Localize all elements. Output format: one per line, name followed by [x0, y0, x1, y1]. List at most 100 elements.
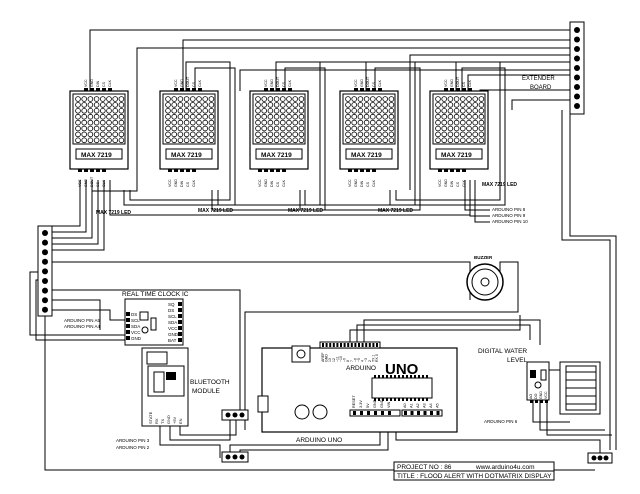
led-dot	[202, 108, 209, 114]
led-dot	[100, 96, 106, 102]
rtc-arduino-a5: ARDUINO PIN A5	[64, 318, 101, 323]
led-dot	[273, 119, 280, 126]
chip-pin	[418, 375, 420, 378]
arduino-power-pin-label: GND	[380, 399, 384, 408]
rtc-right-pin	[178, 320, 182, 324]
arduino-digital-pin-label: TX 1	[371, 355, 375, 362]
bottom-pin	[282, 169, 286, 172]
led-dot	[357, 102, 364, 108]
bottom-pin	[168, 169, 172, 172]
led-dot	[382, 113, 389, 120]
led-dot	[279, 125, 286, 132]
water-label-line1: DIGITAL WATER	[478, 348, 527, 355]
led-dot	[177, 108, 184, 114]
water-pin-label: DO	[534, 393, 538, 399]
led-dot	[255, 125, 261, 132]
led-dot	[388, 119, 395, 126]
top-pin-label: CLK	[288, 79, 292, 87]
led-arduino-pin-labels: ARDUINO PIN 8 ARDUINO PIN 9 ARDUINO PIN …	[492, 207, 528, 224]
rtc-right-pin	[178, 314, 182, 318]
led-dot	[369, 125, 376, 132]
bt-pin-label: EN	[178, 418, 183, 424]
bottom-pin	[174, 169, 178, 172]
bottom-pin	[438, 169, 442, 172]
led-dot	[298, 125, 305, 132]
extender-label-line2: BOARD	[530, 85, 552, 91]
bottom-pin	[456, 169, 460, 172]
led-dot	[93, 113, 100, 120]
chip-label-box	[165, 148, 213, 160]
led-dot	[466, 131, 472, 138]
chip-pin	[410, 375, 412, 378]
arduino-digital-pin-label: ~9	[343, 358, 347, 362]
led-dot	[171, 137, 178, 144]
led-dot	[261, 137, 268, 144]
led-dot	[177, 137, 184, 144]
led-dot	[447, 108, 454, 114]
led-dot	[453, 96, 460, 102]
top-pin-label: VCC	[174, 79, 178, 87]
led-dot	[369, 108, 376, 114]
led-dot	[196, 102, 202, 108]
top-pin-label: CS	[102, 81, 106, 87]
led-dot	[261, 102, 268, 108]
led-dot	[388, 125, 395, 132]
led-dot	[100, 137, 106, 144]
led-dot	[93, 96, 100, 102]
led-dot	[100, 131, 106, 138]
led-dot	[466, 137, 472, 144]
led-dot	[472, 137, 479, 144]
led-dot	[87, 119, 94, 126]
rtc-left-pin	[126, 318, 130, 322]
led-dot	[261, 119, 268, 126]
led-dot	[273, 113, 280, 120]
led-dot	[165, 137, 171, 144]
chip-pin	[386, 375, 388, 378]
top-pin-label: DOUT	[366, 76, 370, 87]
chip-pin	[418, 398, 420, 401]
led-dot	[435, 131, 441, 138]
arduino-digital-pin	[322, 343, 324, 347]
led-dot	[255, 137, 261, 144]
led-dot	[435, 113, 441, 120]
led-dot	[171, 119, 178, 126]
arduino-power-pin-label: 3.3V	[359, 400, 363, 408]
led-dot	[357, 125, 364, 132]
led-dot	[369, 137, 376, 144]
led-dot	[459, 96, 466, 102]
chip-pin	[386, 398, 388, 401]
rtc-left-pin	[126, 312, 130, 316]
bottom-pin-label: CS	[366, 181, 370, 187]
led-dot	[376, 137, 382, 144]
led-dot	[286, 113, 292, 120]
led-dot	[177, 131, 184, 138]
top-pin	[378, 88, 382, 91]
arduino-analog-pin-label: A1	[410, 403, 414, 408]
top-pin	[192, 88, 196, 91]
led-dot	[118, 108, 125, 114]
module-caption-5: MAX 7219 LED	[482, 182, 517, 188]
led-dot	[376, 131, 382, 138]
arduino-digital-pin-label: AREF	[321, 353, 325, 362]
top-pin	[462, 88, 466, 91]
led-dot	[75, 96, 81, 102]
led-dot	[208, 125, 215, 132]
led-dot	[267, 125, 274, 132]
led-dot	[106, 108, 112, 114]
arduino-digital-pin	[347, 343, 350, 347]
chip-label: MAX 7219	[351, 152, 382, 159]
led-dot	[357, 131, 364, 138]
led-dot	[87, 113, 94, 120]
bottom-pin	[348, 169, 352, 172]
led-dot	[81, 137, 87, 144]
website: www.arduino4u.com	[475, 464, 535, 471]
led-dot	[196, 108, 202, 114]
top-pin	[288, 88, 292, 91]
led-dot	[441, 125, 448, 132]
chip-pin	[378, 398, 380, 401]
led-dot	[261, 108, 268, 114]
led-dot	[81, 125, 87, 132]
left-connector	[37, 225, 53, 317]
led-dot	[351, 119, 358, 126]
